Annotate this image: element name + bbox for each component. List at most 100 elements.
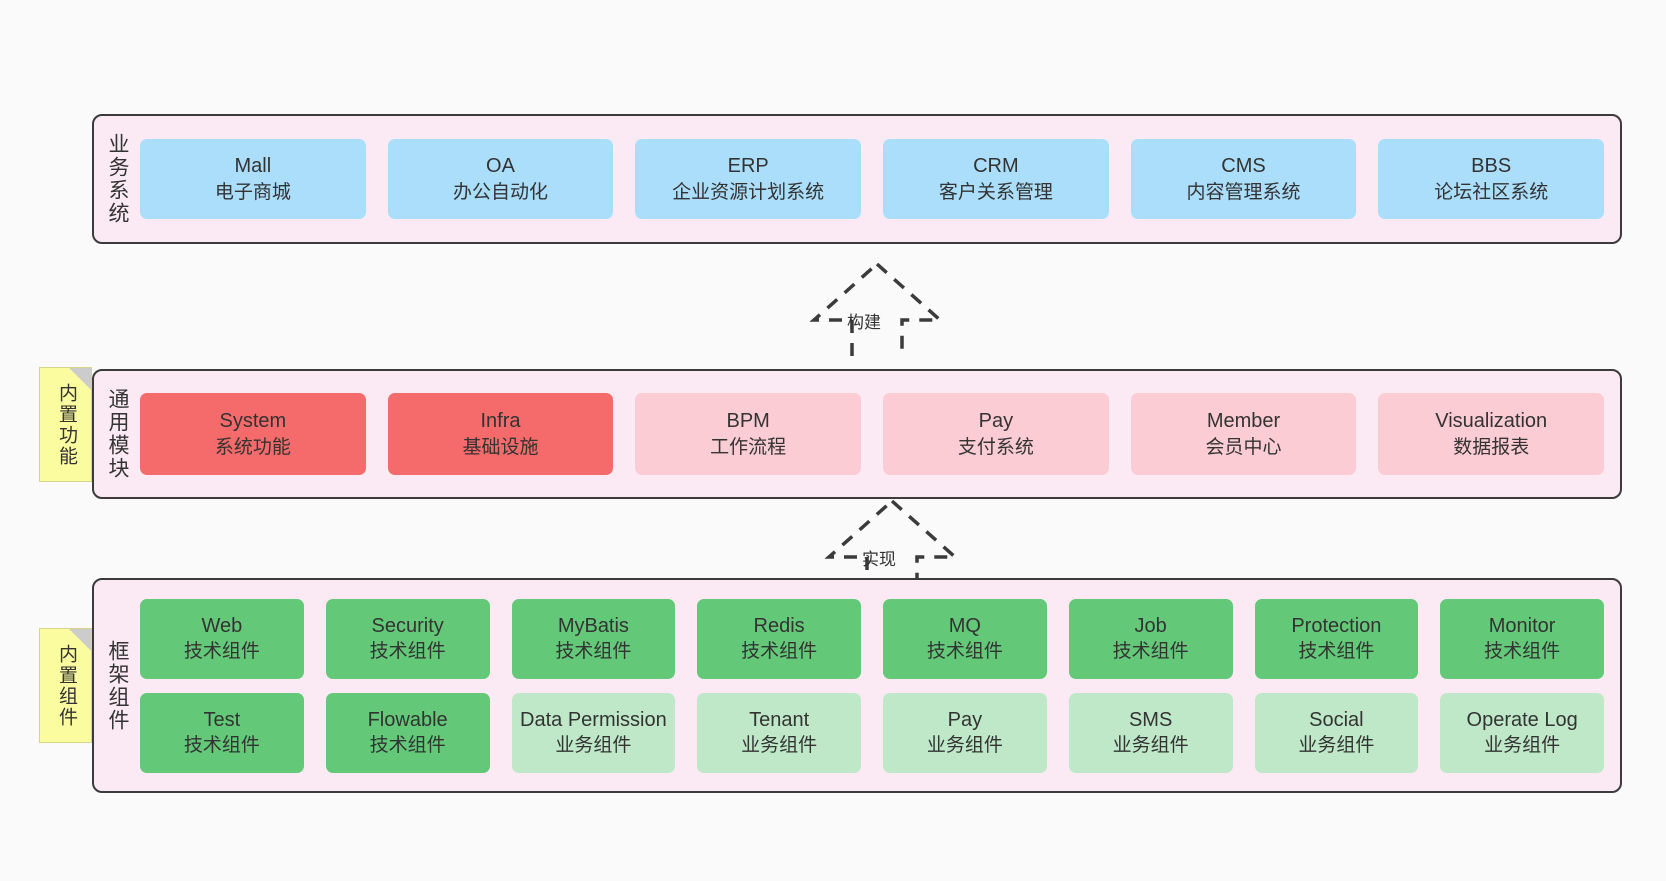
component-title: Job [1134,614,1167,637]
module-subtitle: 数据报表 [1453,436,1530,458]
component-title: Operate Log [1466,708,1578,731]
component-subtitle: 技术组件 [369,641,446,663]
module-card-infra[interactable]: Infra 基础设施 [387,393,614,475]
module-card-pay[interactable]: Pay 支付系统 [883,393,1109,475]
module-title: CRM [973,155,1019,178]
component-subtitle: 业务组件 [926,735,1003,757]
module-title: System [219,410,287,433]
module-title: ERP [727,155,769,178]
component-title: Tenant [749,708,810,731]
component-card-test[interactable]: Test 技术组件 [140,692,304,773]
layer-framework-component-body: Web 技术组件 Security 技术组件 MyBatis 技术组件 Redi… [140,580,1620,791]
component-title: Pay [947,708,983,731]
component-card-pay[interactable]: Pay 业务组件 [883,692,1047,773]
component-card-operate-log[interactable]: Operate Log 业务组件 [1440,692,1604,773]
component-card-monitor[interactable]: Monitor 技术组件 [1440,598,1604,679]
layer-business-system-label: 业务系统 [106,133,130,225]
module-subtitle: 基础设施 [462,436,539,458]
module-title: Mall [234,155,272,178]
component-card-protection[interactable]: Protection 技术组件 [1254,598,1419,679]
sticky-note-builtin-component: 内置组件 [39,628,92,743]
layer-common-module: 通用模块 System 系统功能 Infra 基础设施 BPM 工作流程 Pay [92,369,1622,499]
component-subtitle: 技术组件 [369,735,446,757]
framework-business-row: Test 技术组件 Flowable 技术组件 Data Permission … [140,692,1604,773]
module-subtitle: 电子商城 [214,181,291,203]
connector-implement-label: 实现 [862,550,896,569]
page-fold-icon [69,368,91,390]
sticky-note-text: 内置组件 [55,643,77,728]
business-card-row: Mall 电子商城 OA 办公自动化 ERP 企业资源计划系统 CRM 客户关系… [140,139,1605,219]
module-subtitle: 内容管理系统 [1186,181,1301,203]
module-card-member[interactable]: Member 会员中心 [1130,393,1357,475]
component-card-social[interactable]: Social 业务组件 [1254,692,1419,773]
component-subtitle: 技术组件 [183,641,260,663]
module-card-crm[interactable]: CRM 客户关系管理 [883,139,1109,219]
component-subtitle: 技术组件 [1298,641,1375,663]
connector-build: 构建 [790,258,945,356]
component-title: Social [1309,708,1364,731]
common-card-row: System 系统功能 Infra 基础设施 BPM 工作流程 Pay 支付系统… [140,393,1605,475]
component-subtitle: 技术组件 [183,735,260,757]
component-title: Protection [1291,614,1382,637]
component-subtitle: 技术组件 [926,641,1003,663]
layer-framework-component: 框架组件 Web 技术组件 Security 技术组件 MyBatis 技术组件… [92,578,1622,793]
component-card-mybatis[interactable]: MyBatis 技术组件 [511,598,676,679]
component-card-web[interactable]: Web 技术组件 [140,598,304,679]
component-title: Web [201,614,243,637]
component-title: SMS [1128,708,1173,731]
module-subtitle: 支付系统 [957,436,1034,458]
module-title: Infra [480,410,521,433]
component-card-mq[interactable]: MQ 技术组件 [883,598,1047,679]
module-title: BBS [1471,155,1512,178]
page-fold-icon [69,629,91,651]
framework-tech-row: Web 技术组件 Security 技术组件 MyBatis 技术组件 Redi… [140,598,1604,679]
component-title: Redis [753,614,805,637]
module-subtitle: 企业资源计划系统 [672,181,825,203]
module-title: CMS [1221,155,1266,178]
module-card-mall[interactable]: Mall 电子商城 [140,139,366,219]
component-subtitle: 技术组件 [1484,641,1561,663]
component-subtitle: 技术组件 [741,641,818,663]
connector-build-label: 构建 [847,313,881,332]
module-title: BPM [726,410,770,433]
connector-implement: 实现 [805,495,960,593]
component-subtitle: 业务组件 [741,735,818,757]
layer-business-system-body: Mall 电子商城 OA 办公自动化 ERP 企业资源计划系统 CRM 客户关系… [140,116,1620,242]
component-title: Security [371,614,444,637]
layer-business-system: 业务系统 Mall 电子商城 OA 办公自动化 ERP 企业资源计划系统 CRM [92,114,1622,244]
module-card-bpm[interactable]: BPM 工作流程 [635,393,862,475]
module-card-cms[interactable]: CMS 内容管理系统 [1130,139,1357,219]
module-subtitle: 办公自动化 [453,181,549,203]
module-title: Visualization [1435,410,1548,433]
layer-framework-component-label: 框架组件 [106,639,130,732]
component-title: Flowable [367,708,448,731]
module-title: Pay [978,410,1014,433]
sticky-note-builtin-feature: 内置功能 [39,367,92,482]
component-card-sms[interactable]: SMS 业务组件 [1068,692,1233,773]
component-card-redis[interactable]: Redis 技术组件 [697,598,861,679]
module-subtitle: 客户关系管理 [938,181,1053,203]
component-subtitle: 业务组件 [555,735,632,757]
component-card-security[interactable]: Security 技术组件 [325,598,490,679]
component-card-flowable[interactable]: Flowable 技术组件 [325,692,490,773]
module-card-erp[interactable]: ERP 企业资源计划系统 [635,139,862,219]
module-card-system[interactable]: System 系统功能 [140,393,366,475]
component-title: Test [203,708,241,731]
module-subtitle: 论坛社区系统 [1434,181,1549,203]
component-subtitle: 技术组件 [555,641,632,663]
component-title: MyBatis [557,614,629,637]
component-card-data-permission[interactable]: Data Permission 业务组件 [511,692,676,773]
component-subtitle: 业务组件 [1112,735,1189,757]
component-card-tenant[interactable]: Tenant 业务组件 [697,692,861,773]
component-subtitle: 业务组件 [1298,735,1375,757]
module-card-oa[interactable]: OA 办公自动化 [387,139,614,219]
component-subtitle: 技术组件 [1112,641,1189,663]
module-subtitle: 会员中心 [1205,436,1282,458]
module-card-bbs[interactable]: BBS 论坛社区系统 [1378,139,1605,219]
module-card-visualization[interactable]: Visualization 数据报表 [1378,393,1605,475]
sticky-note-text: 内置功能 [55,382,77,467]
component-card-job[interactable]: Job 技术组件 [1068,598,1233,679]
module-title: Member [1206,410,1281,433]
layer-common-module-label: 通用模块 [106,388,130,480]
